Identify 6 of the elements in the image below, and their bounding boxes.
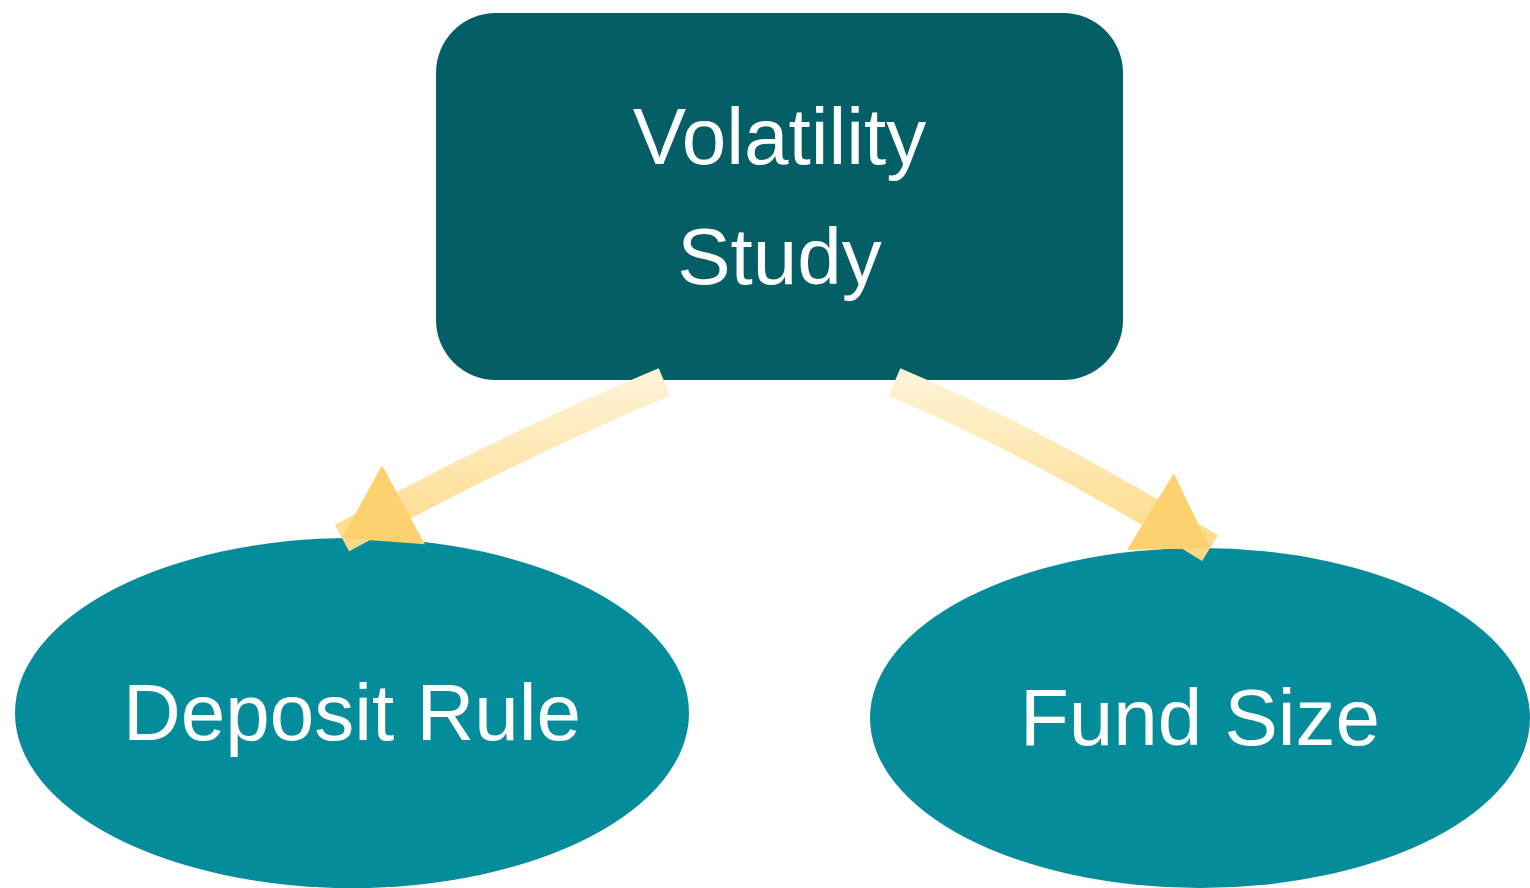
curved-arrow <box>888 368 1218 561</box>
node-label: Volatility Study <box>631 90 928 303</box>
curved-arrow <box>334 368 671 552</box>
node-label: Deposit Rule <box>123 667 581 759</box>
node-label: Fund Size <box>1019 672 1381 764</box>
rounded-box <box>436 13 1123 380</box>
